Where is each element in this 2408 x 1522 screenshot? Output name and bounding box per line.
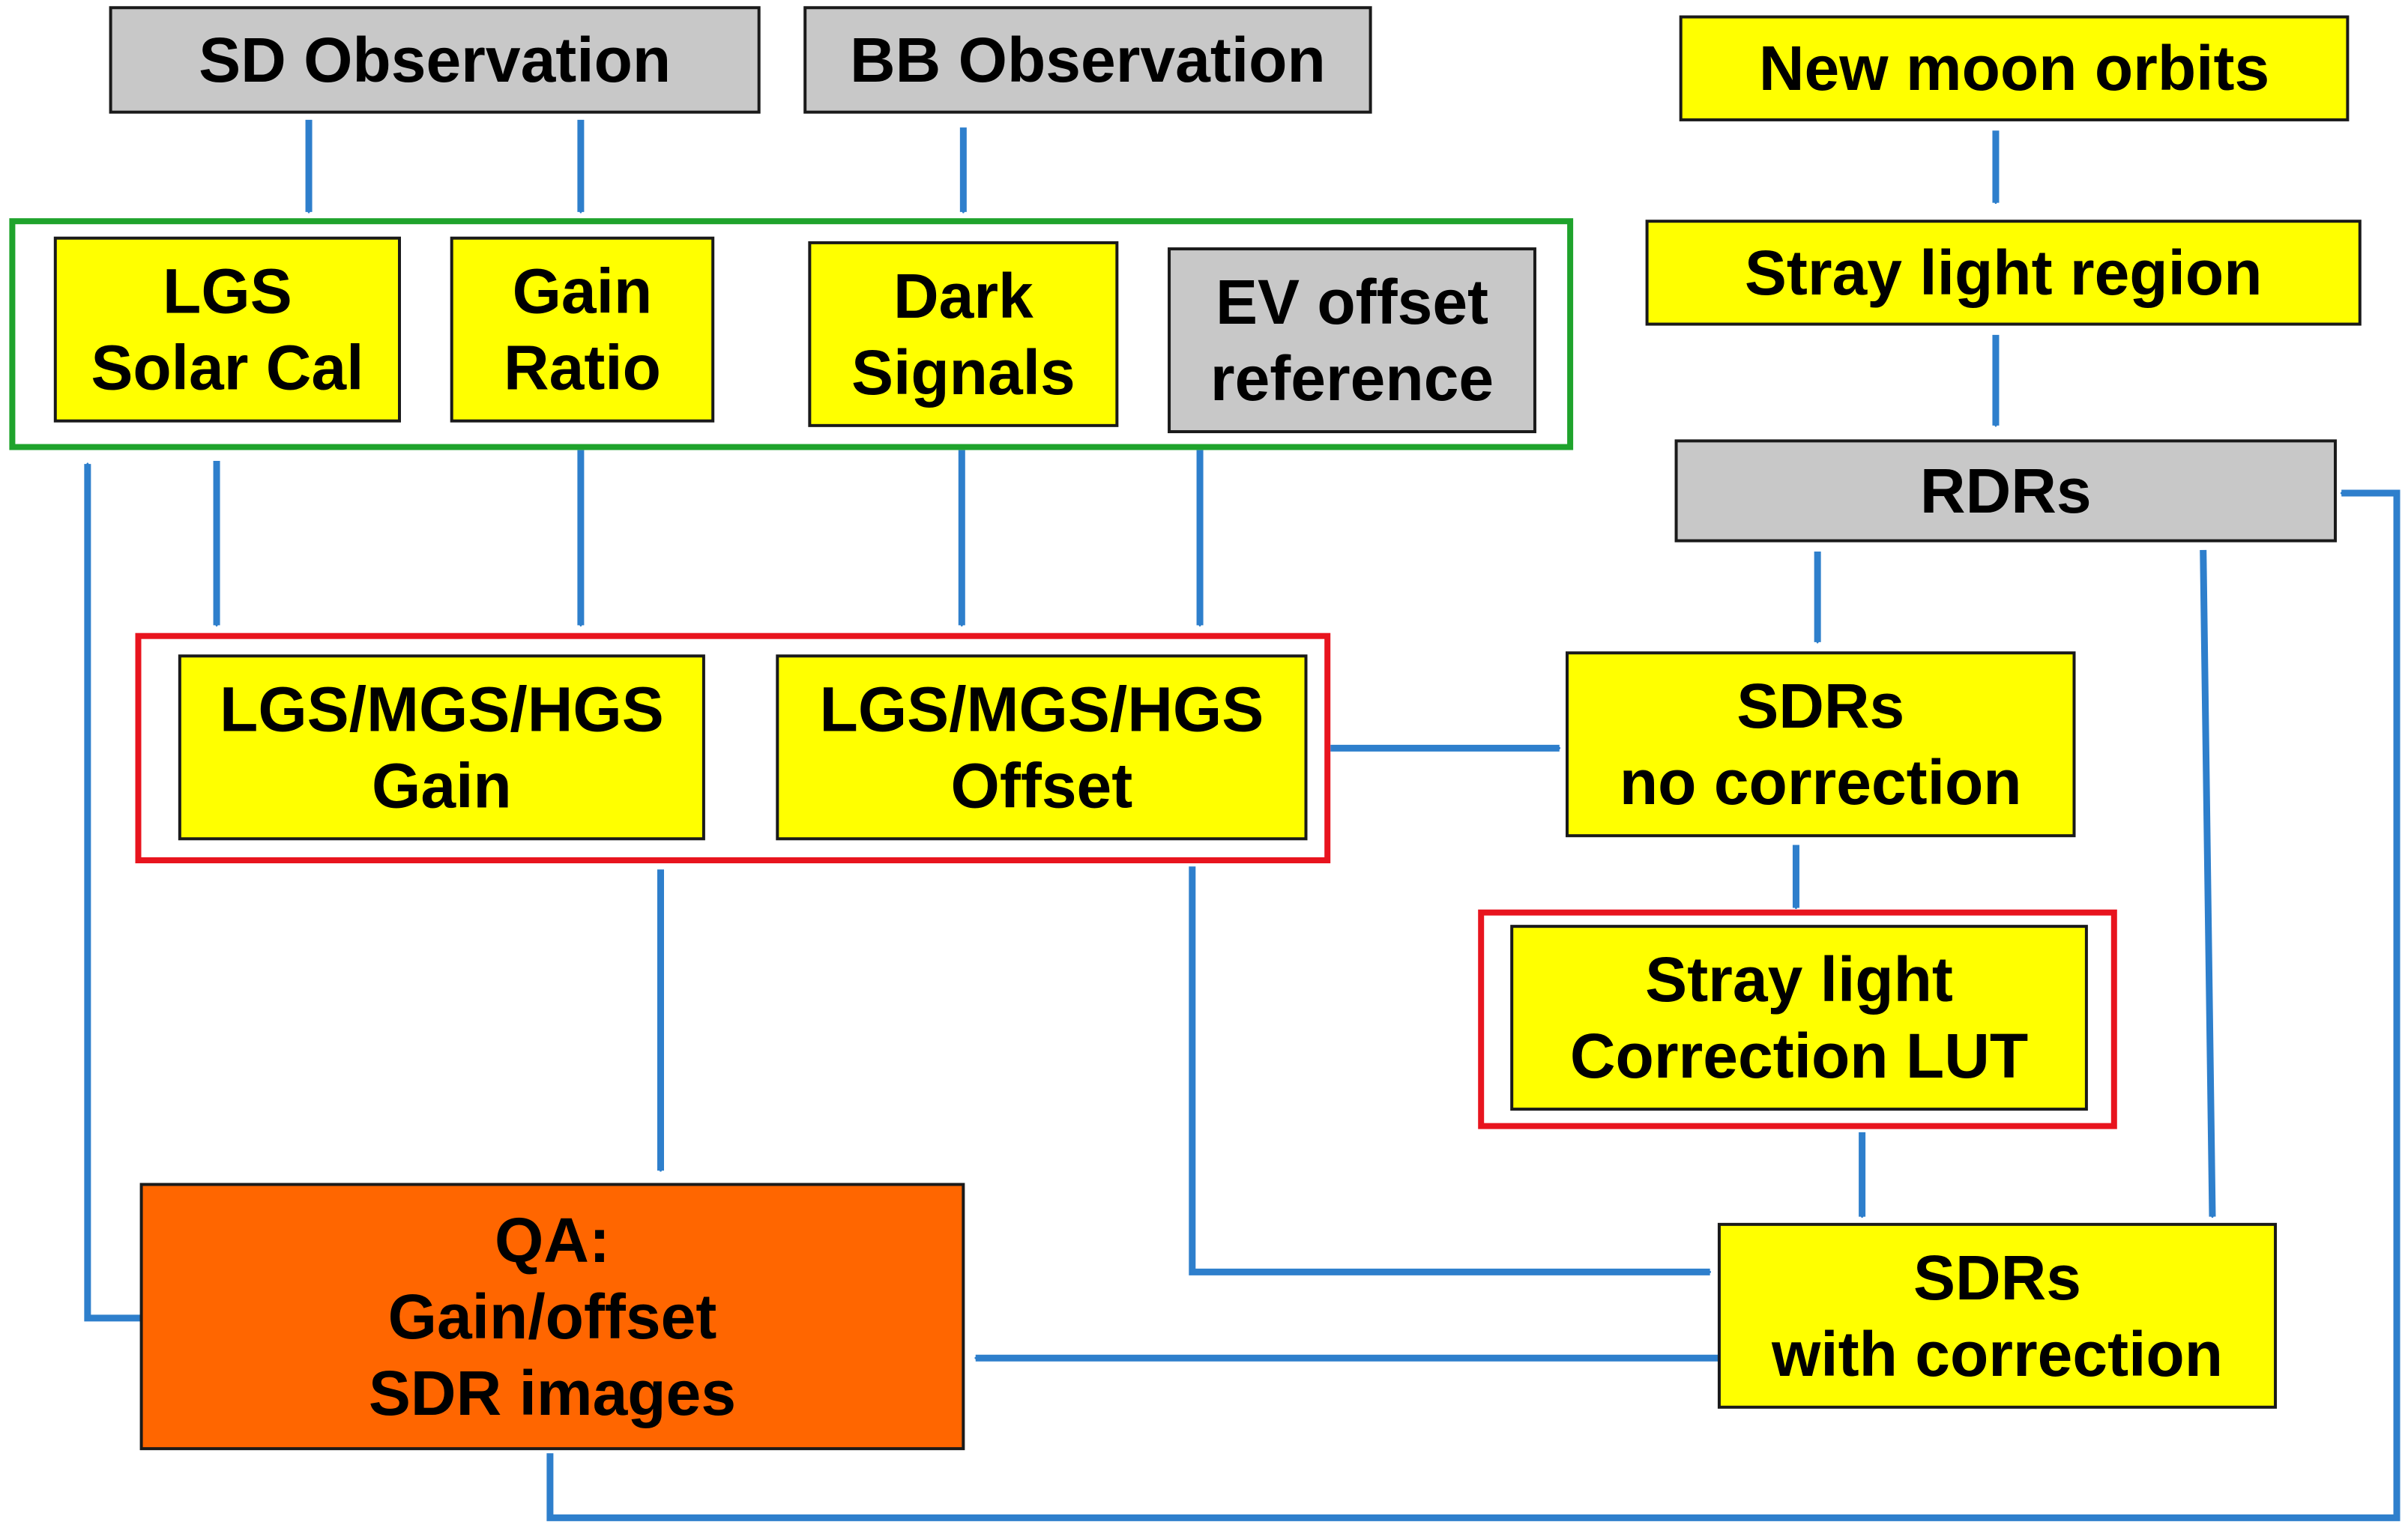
lgs-solar-cal-node-label-0: LGS [163,256,292,327]
gain-ratio-node-box [450,236,715,423]
stray-light-region-node: Stray light region [1645,220,2362,326]
ev-offset-reference-node-label-1: reference [1210,343,1494,414]
dark-signals-node-label-0: Dark [893,261,1033,331]
lgs-solar-cal-node-label-1: Solar Cal [91,333,363,403]
gain-offset-outputs-group [135,632,1331,863]
sd-observation-node-box [109,6,761,114]
sd-observation-node-label-0: SD Observation [199,25,671,95]
ev-offset-reference-node-box [1168,247,1536,434]
new-moon-orbits-node: New moon orbits [1679,15,2350,121]
new-moon-orbits-node-box [1679,15,2350,121]
lgs-mgs-hgs-offset-node-label-0: LGS/MGS/HGS [820,674,1264,744]
lgs-mgs-hgs-gain-node-box [178,654,705,841]
dark-signals-node-label-1: Signals [851,337,1075,408]
sd-observation-node: SD Observation [109,6,761,114]
dark-signals-node-box [808,241,1119,427]
bb-observation-node: BB Observation [803,6,1372,114]
stray-light-region-node-label-0: Stray light region [1745,238,2263,308]
sdrs-no-correction-node-label-0: SDRs [1736,671,1904,741]
stray-light-region-node-box [1645,220,2362,326]
calibration-inputs-group [9,218,1574,450]
stray-light-lut-node-box [1510,925,2088,1111]
sdrs-with-correction-node-label-1: with correction [1771,1319,2223,1389]
stray-light-lut-group [1478,909,2117,1129]
edge-rdrs-to-sdrs-with-corr [2200,549,2216,1217]
qa-node-label-1: Gain/offset [388,1281,717,1352]
new-moon-orbits-node-label-0: New moon orbits [1759,33,2269,103]
qa-node-box [139,1183,965,1451]
stray-light-lut-node-label-1: Correction LUT [1570,1021,2028,1091]
lgs-mgs-hgs-gain-node-label-1: Gain [372,750,512,821]
qa-node-label-2: SDR images [369,1358,736,1428]
bb-observation-node-label-0: BB Observation [850,25,1326,95]
rdrs-node-label-0: RDRs [1920,456,2092,526]
lgs-mgs-hgs-offset-node-label-1: Offset [951,750,1133,821]
edge-offset-to-sdrs-with-corr [1189,866,1710,1275]
lgs-solar-cal-node-box [53,236,402,423]
bb-observation-node-box [803,6,1372,114]
lgs-mgs-hgs-gain-node-label-0: LGS/MGS/HGS [220,674,664,744]
rdrs-node: RDRs [1674,439,2338,543]
sdrs-no-correction-node-label-1: no correction [1620,747,2022,818]
edge-qa-feedback-to-inputs [84,464,142,1322]
edge-qa-loop-to-rdrs [546,489,2401,1521]
qa-node-label-0: QA: [495,1205,610,1275]
sdrs-no-correction-node-box [1566,651,2076,838]
lgs-mgs-hgs-offset-node-box [776,654,1308,841]
gain-ratio-node-label-0: Gain [513,256,653,327]
sdrs-with-correction-node-label-0: SDRs [1913,1242,2081,1313]
ev-offset-reference-node-label-0: EV offset [1216,267,1488,337]
stray-light-lut-node-label-0: Stray light [1645,944,1953,1015]
sdrs-with-correction-node-box [1717,1222,2278,1409]
gain-ratio-node-label-1: Ratio [504,333,661,403]
rdrs-node-box [1674,439,2338,543]
